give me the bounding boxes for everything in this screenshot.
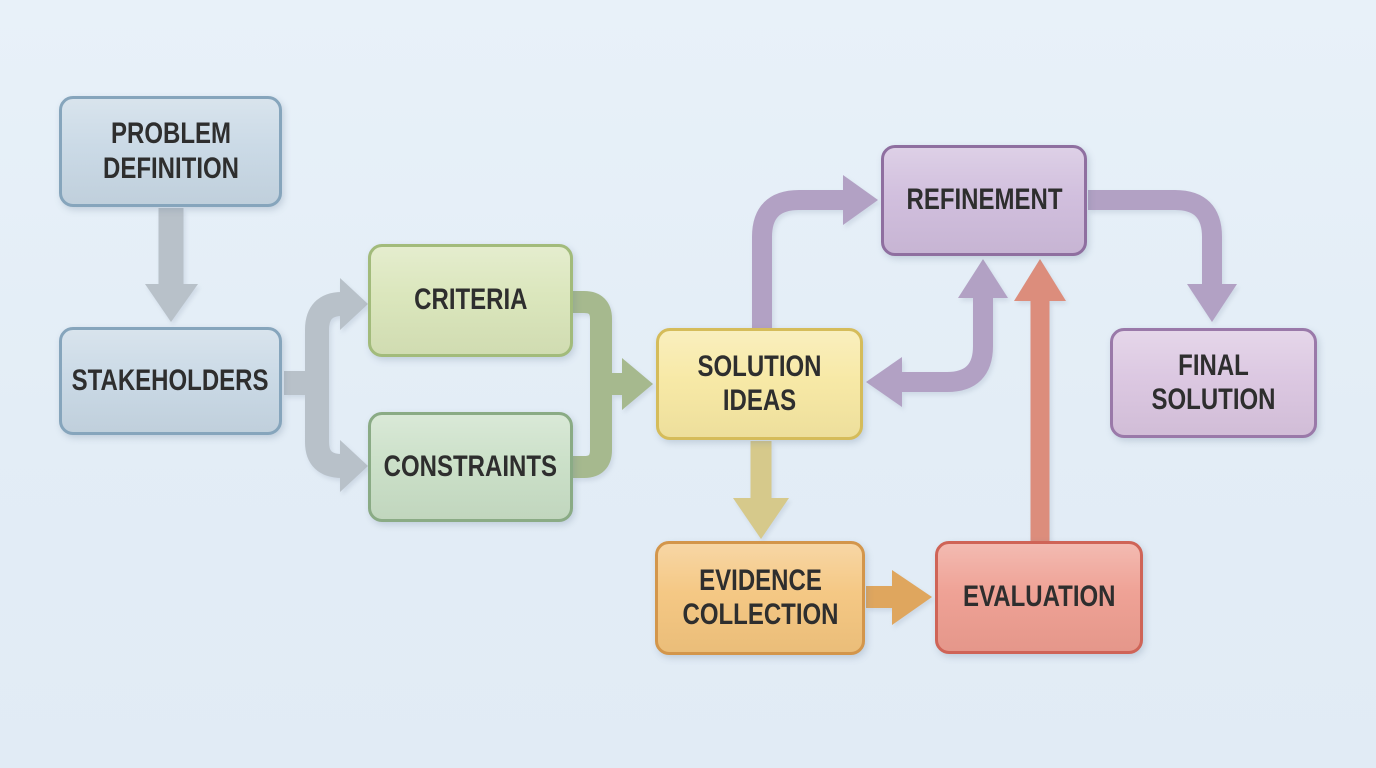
edge-problem-definition-to-stakeholders xyxy=(145,208,198,322)
node-problem-definition: PROBLEM DEFINITION xyxy=(59,96,282,207)
node-label-solution-ideas: SOLUTION IDEAS xyxy=(697,349,822,418)
node-label-evaluation: EVALUATION xyxy=(962,580,1116,614)
arrowhead-right xyxy=(892,570,932,625)
node-label-constraints: CONSTRAINTS xyxy=(383,449,558,483)
node-label-evidence-collection: EVIDENCE COLLECTION xyxy=(682,563,838,632)
arrowhead-right xyxy=(622,358,653,410)
node-evidence-collection: EVIDENCE COLLECTION xyxy=(655,541,865,655)
arrowhead-left xyxy=(866,357,902,407)
node-solution-ideas: SOLUTION IDEAS xyxy=(656,328,863,440)
edge-shaft xyxy=(284,292,343,478)
edge-evidence-collection-to-evaluation xyxy=(866,570,932,625)
node-refinement: REFINEMENT xyxy=(881,145,1087,256)
arrowhead-up xyxy=(958,259,1008,298)
arrowhead-right xyxy=(340,278,368,330)
node-label-stakeholders: STAKEHOLDERS xyxy=(72,363,269,397)
arrowhead-down xyxy=(733,498,789,539)
node-label-problem-definition: PROBLEM DEFINITION xyxy=(102,117,239,185)
node-evaluation: EVALUATION xyxy=(935,541,1143,654)
edge-solution-ideas-to-refinement xyxy=(752,175,878,331)
arrowhead-down xyxy=(1187,284,1237,322)
edge-shaft xyxy=(572,291,626,478)
arrowhead-up xyxy=(1014,259,1066,301)
edge-refinement-to-final-solution xyxy=(1088,190,1237,322)
node-label-final-solution: FINAL SOLUTION xyxy=(1151,348,1276,417)
edge-shaft xyxy=(902,297,993,392)
arrowhead-right xyxy=(340,440,368,492)
node-stakeholders: STAKEHOLDERS xyxy=(59,327,282,435)
edge-shaft xyxy=(752,190,845,331)
node-label-criteria: CRITERIA xyxy=(413,283,528,317)
node-label-refinement: REFINEMENT xyxy=(906,183,1062,217)
node-constraints: CONSTRAINTS xyxy=(368,412,573,522)
edge-shaft xyxy=(1088,190,1222,286)
edge-solution-ideas-to-evidence-collection xyxy=(733,441,789,539)
node-criteria: CRITERIA xyxy=(368,244,573,357)
node-final-solution: FINAL SOLUTION xyxy=(1110,328,1317,438)
arrowhead-down xyxy=(145,284,198,322)
edge-stakeholders-fork xyxy=(284,278,368,492)
edge-refinement-solution-ideas-loop xyxy=(866,259,1008,407)
edge-evaluation-to-refinement xyxy=(1014,259,1066,543)
arrowhead-right xyxy=(843,175,878,225)
edge-criteria-constraints-to-solution-ideas xyxy=(572,291,653,478)
